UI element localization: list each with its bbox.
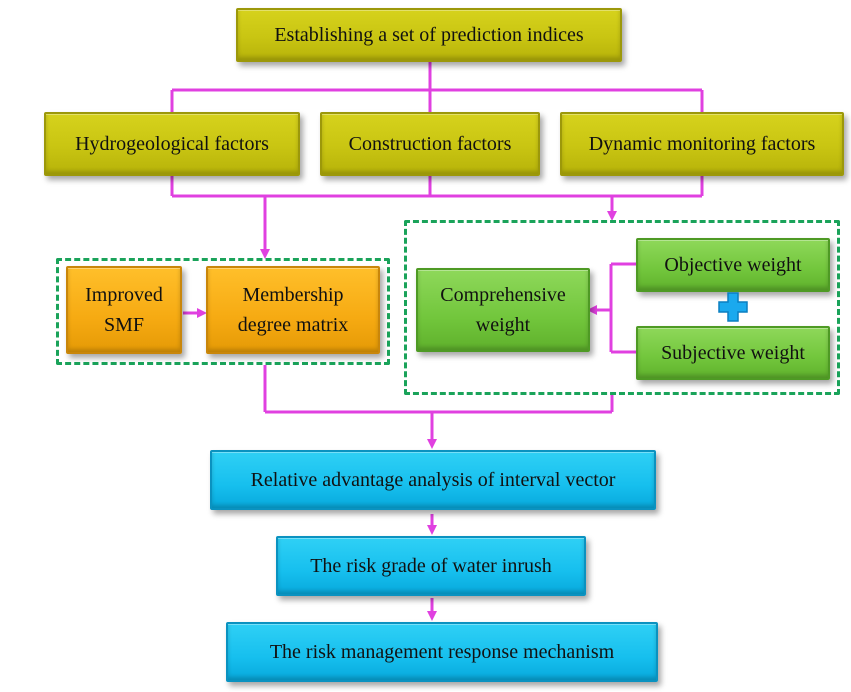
fuzzy-membership-group: [56, 258, 390, 365]
dynamic-monitoring-factors-label: Dynamic monitoring factors: [588, 132, 816, 155]
improved-smf-line2: SMF: [103, 314, 144, 336]
dynamic-monitoring-factors-box: Dynamic monitoring factors: [560, 112, 844, 176]
improved-smf-line1: Improved: [85, 284, 163, 306]
objective-weight-box: Objective weight: [636, 238, 830, 292]
prediction-indices-label: Establishing a set of prediction indices: [274, 23, 584, 46]
comprehensive-weight-line2: weight: [475, 314, 531, 336]
objective-weight-label: Objective weight: [664, 254, 802, 276]
membership-degree-matrix-box: Membership degree matrix: [206, 266, 380, 354]
relative-advantage-analysis-label: Relative advantage analysis of interval …: [250, 468, 616, 491]
prediction-indices-box: Establishing a set of prediction indices: [236, 8, 622, 62]
plus-icon: [718, 292, 748, 322]
hydrogeological-factors-box: Hydrogeological factors: [44, 112, 300, 176]
subjective-weight-label: Subjective weight: [661, 342, 805, 364]
construction-factors-box: Construction factors: [320, 112, 540, 176]
risk-response-mechanism-label: The risk management response mechanism: [269, 640, 615, 663]
risk-response-mechanism-box: The risk management response mechanism: [226, 622, 658, 682]
construction-factors-label: Construction factors: [348, 132, 512, 155]
weighting-group: [404, 220, 840, 395]
comprehensive-weight-box: Comprehensive weight: [416, 268, 590, 352]
risk-grade-label: The risk grade of water inrush: [310, 554, 552, 577]
relative-advantage-analysis-box: Relative advantage analysis of interval …: [210, 450, 656, 510]
comprehensive-weight-line1: Comprehensive: [440, 284, 566, 306]
risk-grade-box: The risk grade of water inrush: [276, 536, 586, 596]
improved-smf-box: Improved SMF: [66, 266, 182, 354]
membership-degree-matrix-line2: degree matrix: [237, 314, 349, 336]
membership-degree-matrix-line1: Membership: [242, 284, 344, 306]
subjective-weight-box: Subjective weight: [636, 326, 830, 380]
hydrogeological-factors-label: Hydrogeological factors: [75, 132, 269, 155]
